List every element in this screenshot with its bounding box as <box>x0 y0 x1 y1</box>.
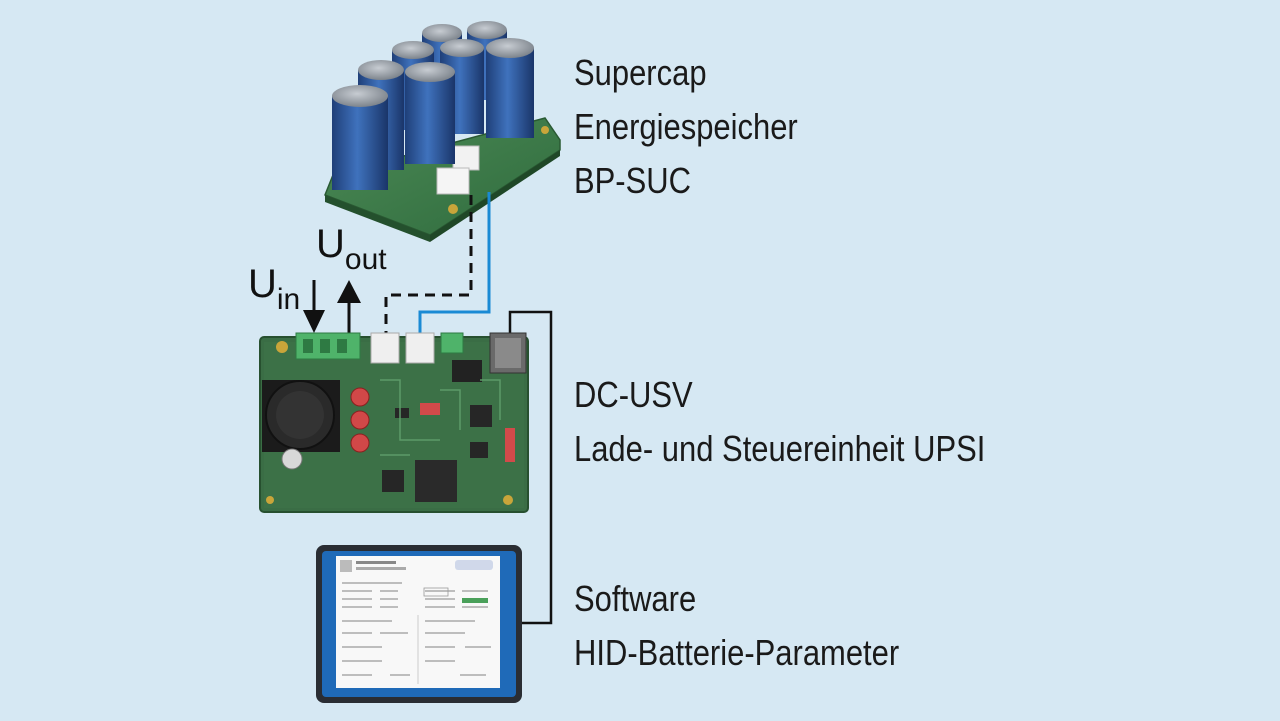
dcusv-title: DC-USV <box>574 374 693 415</box>
capacitor-group <box>332 21 534 190</box>
arrow-down-icon <box>303 280 325 333</box>
software-label: Software HID-Batterie-Parameter <box>574 572 899 680</box>
connection-lines <box>384 192 553 625</box>
supercap-module-illustration <box>324 21 561 242</box>
arrow-up-icon <box>337 280 361 335</box>
software-subtitle: HID-Batterie-Parameter <box>574 632 900 673</box>
software-title: Software <box>574 578 697 619</box>
tablet-illustration <box>316 545 522 703</box>
uout-label: Uout <box>316 222 387 276</box>
uin-label: Uin <box>248 262 301 316</box>
dcusv-label: DC-USV Lade- und Steuereinheit UPSI <box>574 368 985 476</box>
supercap-model: BP-SUC <box>574 160 691 201</box>
dcusv-subtitle: Lade- und Steuereinheit UPSI <box>574 428 986 469</box>
supercap-label: Supercap Energiespeicher BP-SUC <box>574 46 798 208</box>
upsi-board-illustration <box>259 332 529 513</box>
supercap-title: Supercap <box>574 52 707 93</box>
supercap-subtitle: Energiespeicher <box>574 106 798 147</box>
